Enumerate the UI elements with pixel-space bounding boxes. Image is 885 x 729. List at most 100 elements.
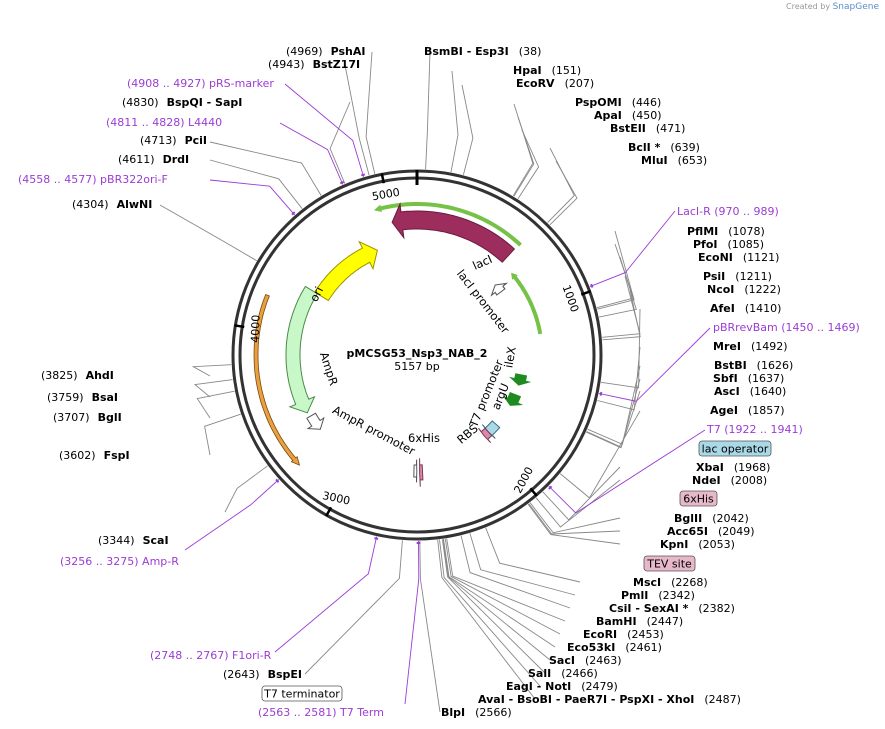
restriction-site-label: ApaI(450): [594, 109, 662, 122]
leader-line: [404, 540, 420, 705]
leader-line: [460, 535, 571, 609]
primer-site-mark: [590, 283, 594, 288]
credit-prefix: Created by: [786, 2, 831, 11]
enzyme-name: Acc65I: [667, 525, 708, 538]
primer-label: (2748 .. 2767) F1ori-R: [150, 649, 272, 662]
boxed-feature-label: lac operator: [702, 443, 769, 456]
leader-line: [450, 70, 459, 173]
site-position: (2447): [647, 615, 684, 628]
enzyme-name: BspEI: [268, 668, 302, 681]
primer-label: (4811 .. 4828) L4440: [106, 116, 222, 129]
enzyme-name: ScaI: [143, 534, 169, 547]
enzyme-name: NcoI: [707, 283, 734, 296]
enzyme-name: EcoRV: [516, 77, 555, 90]
leader-line: [193, 379, 233, 398]
bp-tick-label: 5000: [371, 186, 401, 204]
enzyme-name: KpnI: [660, 538, 688, 551]
leader-line: [549, 160, 578, 226]
site-position: (1121): [743, 251, 780, 264]
restriction-site-label: AvaI - BsoBI - PaeR7I - PspXI - XhoI(248…: [478, 693, 741, 706]
bp-tick-mark: [580, 289, 592, 296]
enzyme-name: MluI: [641, 154, 668, 167]
enzyme-name: AfeI: [710, 302, 735, 315]
enzyme-name: CsiI - SexAI *: [609, 602, 689, 615]
enzyme-name: BstBI: [714, 359, 747, 372]
primer-label: (4908 .. 4927) pRS-marker: [127, 77, 274, 90]
enzyme-name: HpaI: [513, 64, 542, 77]
site-position: (2453): [627, 628, 664, 641]
site-position: (4713): [140, 134, 177, 147]
restriction-site-label: KpnI (2053): [660, 538, 735, 551]
enzyme-name: PsiI: [703, 270, 725, 283]
ampr-promoter-arrow: [306, 412, 325, 430]
site-position: (2053): [698, 538, 735, 551]
ampr-arrow: [285, 285, 318, 414]
restriction-site-label: AfeI(1410): [710, 302, 781, 315]
restriction-site-label: PflMI(1078): [687, 225, 765, 238]
laci-span-highlight: [374, 202, 522, 247]
enzyme-name: SbfI: [713, 372, 738, 385]
restriction-site-label: PmlI(2342): [621, 589, 695, 602]
leader-line: [444, 538, 561, 635]
enzyme-name: SacI: [549, 654, 575, 667]
leader-line: [589, 210, 676, 288]
site-position: (2342): [658, 589, 695, 602]
restriction-site-label: (4969)PshAI: [286, 45, 365, 58]
restriction-site-label: EagI - NotI(2479): [506, 680, 618, 693]
leader-line: [437, 539, 536, 700]
leader-line: [461, 84, 474, 176]
enzyme-name: PflMI: [687, 225, 718, 238]
enzyme-name: PfoI: [693, 238, 718, 251]
enzyme-name: BamHI: [596, 615, 637, 628]
restriction-site-label: HpaI(151): [513, 64, 581, 77]
restriction-site-label: SbfI(1637): [713, 372, 784, 385]
credit-brand: SnapGene: [832, 2, 879, 12]
site-position: (4830): [122, 96, 159, 109]
rbs-block: [477, 427, 493, 444]
site-position: (4969): [286, 45, 323, 58]
restriction-site-label: EcoNI(1121): [698, 251, 779, 264]
leader-line: [443, 539, 556, 648]
feature-label-ori: ori: [307, 284, 326, 304]
leader-line: [602, 289, 641, 341]
leader-line: [517, 129, 540, 200]
enzyme-name: AlwNI: [117, 198, 153, 211]
restriction-site-label: (3825)AhdI: [41, 369, 114, 382]
leader-line: [599, 256, 637, 318]
enzyme-name: BlpI: [441, 706, 465, 719]
restriction-site-label: BsmBI - Esp3I(38): [424, 45, 541, 58]
leader-line: [439, 539, 541, 687]
primer-label: T7 (1922 .. 1941): [706, 423, 803, 436]
enzyme-name: BglII: [674, 512, 702, 525]
site-position: (653): [678, 154, 708, 167]
primer-label: pBRrevBam (1450 .. 1469): [713, 321, 860, 334]
leader-line: [209, 141, 322, 196]
boxed-feature-label: T7 terminator: [263, 688, 340, 701]
bp-tick-mark: [234, 324, 245, 329]
feature-label-lacI-promoter: lacI promoter: [454, 267, 513, 336]
bp-tick-label: 3000: [321, 489, 351, 508]
site-position: (38): [519, 45, 542, 58]
restriction-site-label: AscI(1640): [714, 385, 786, 398]
site-position: (2049): [718, 525, 755, 538]
label-leader-lines: [159, 51, 711, 713]
restriction-site-label: MscI(2268): [633, 576, 708, 589]
feature-label-ileX: ileX: [501, 345, 519, 369]
restriction-site-label: BlpI(2566): [441, 706, 512, 719]
site-position: (2463): [585, 654, 622, 667]
bp-tick-label: 1000: [560, 283, 582, 314]
restriction-site-label: MluI (653): [641, 154, 707, 167]
restriction-site-label: EcoRI(2453): [583, 628, 664, 641]
bp-tick-mark: [325, 506, 333, 517]
ori-arrow: [314, 240, 378, 302]
leader-line: [548, 429, 706, 514]
enzyme-name: MreI: [713, 340, 741, 353]
restriction-site-label: Acc65I (2049): [667, 525, 755, 538]
primer-site-mark: [599, 391, 603, 396]
boxed-label-bg: [679, 490, 718, 507]
site-position: (4304): [72, 198, 109, 211]
primer-label: (3256 .. 3275) Amp-R: [60, 555, 179, 568]
laci-promoter-arrow: [490, 282, 509, 297]
enzyme-name: PspOMI: [575, 96, 622, 109]
